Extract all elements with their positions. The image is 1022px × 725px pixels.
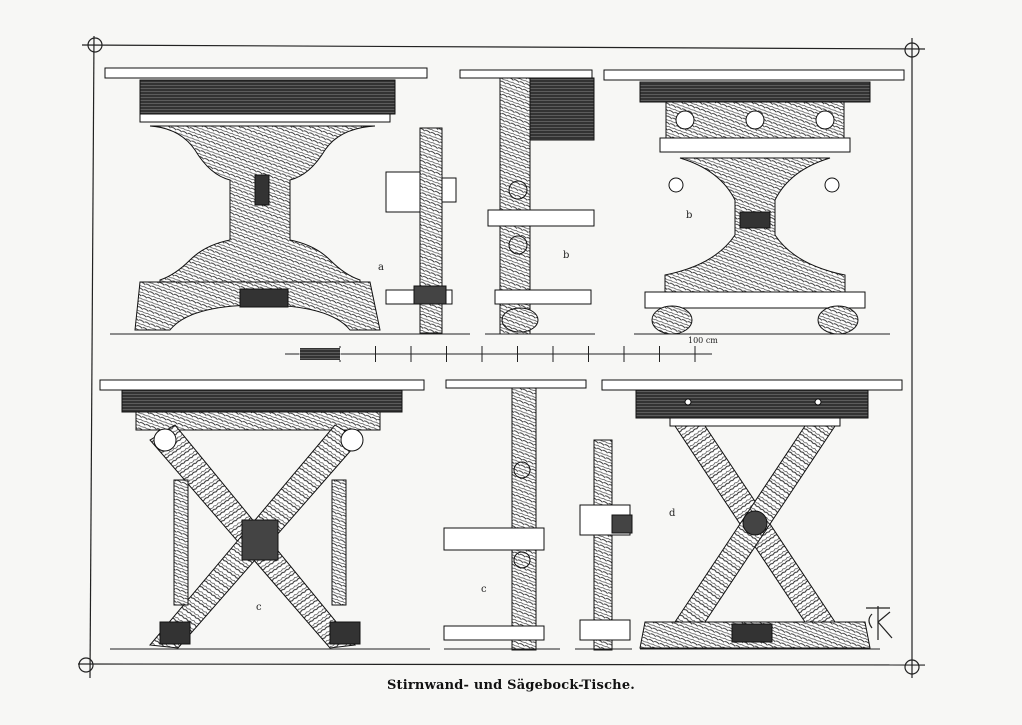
table-b-front <box>603 69 905 335</box>
scale-bar <box>285 346 712 362</box>
scale-label: 100 cm <box>688 336 718 345</box>
table-c-side <box>443 379 587 651</box>
corner-mark <box>904 42 920 58</box>
plate-frame <box>77 35 926 679</box>
monogram-logo <box>866 606 893 640</box>
figure-label-b-side: b <box>563 250 570 261</box>
table-a-front <box>104 67 428 331</box>
figure-label-a: a <box>378 262 384 273</box>
figure-label-c-front: c <box>256 602 262 613</box>
plate-caption: Stirnwand- und Sägebock-Tische. <box>386 678 636 693</box>
figure-label-d: d <box>669 508 676 519</box>
corner-mark <box>904 659 920 675</box>
corner-mark <box>78 657 94 673</box>
figure-label-b-front: b <box>686 210 693 221</box>
table-d-front <box>601 379 903 649</box>
table-a-side <box>385 127 457 334</box>
table-c-front <box>99 379 425 649</box>
corner-mark <box>87 37 103 53</box>
figure-label-c-side: c <box>481 584 487 595</box>
table-b-side <box>459 69 595 335</box>
table-d-side <box>579 439 633 651</box>
